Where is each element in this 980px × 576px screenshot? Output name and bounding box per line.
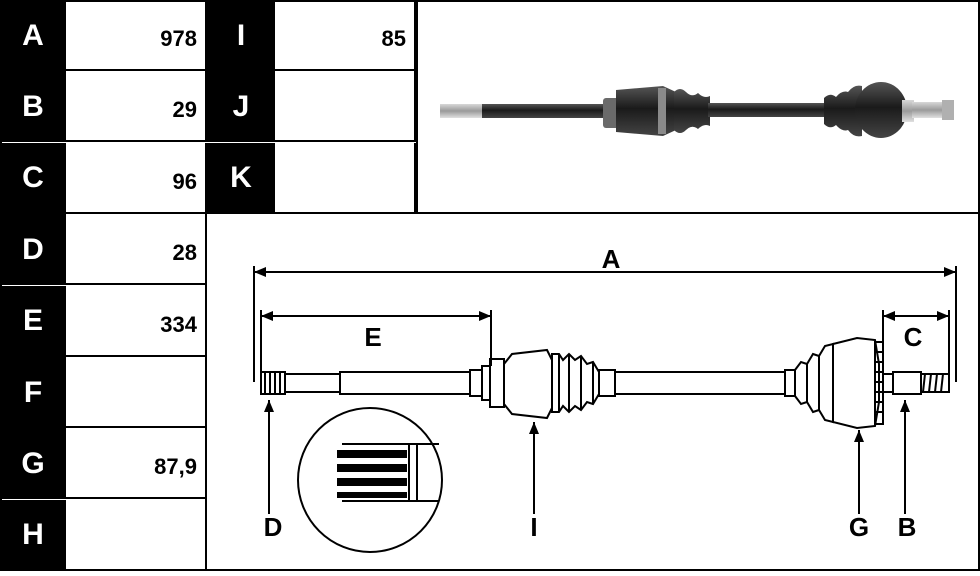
dimension-row-j: J: [207, 71, 416, 143]
inner-joint-collar: [489, 358, 505, 408]
label-i: I: [530, 512, 537, 542]
inner-stub: [284, 373, 341, 393]
inner-boot: [674, 89, 710, 133]
dimension-key: E: [0, 285, 66, 357]
dimension-key: C: [0, 142, 66, 214]
inner-ring: [603, 98, 619, 128]
label-e: E: [364, 322, 381, 352]
dimension-row-f: F: [0, 357, 207, 428]
left-shaft: [482, 104, 607, 118]
inner-joint-housing: [616, 86, 676, 136]
dimension-key: D: [0, 214, 66, 286]
inner-joint-band: [658, 88, 666, 134]
technical-diagram: A E C D I G B: [207, 214, 980, 571]
dimension-key: K: [207, 142, 275, 214]
diagram-top-border: [207, 212, 980, 214]
dimension-key: I: [207, 0, 275, 71]
product-photo: [416, 0, 980, 214]
outer-spline: [892, 371, 922, 395]
label-g: G: [849, 512, 869, 542]
label-c: C: [904, 322, 923, 352]
dimension-value: 29: [66, 71, 207, 143]
dimension-key: H: [0, 499, 66, 571]
dimension-key: F: [0, 357, 66, 428]
dimension-key: A: [0, 0, 66, 71]
dimension-value: [66, 357, 207, 428]
inner-joint-body: [503, 348, 553, 420]
detail-magnifier: [297, 407, 443, 553]
dimension-value: [275, 71, 416, 143]
outer-boot-outline: [794, 342, 834, 424]
spline-teeth-detail: [337, 450, 407, 498]
label-a: A: [602, 244, 621, 274]
dimension-value: 85: [275, 0, 416, 71]
inner-shaft: [339, 371, 471, 395]
outer-joint-housing: [855, 82, 907, 138]
dimension-value: 28: [66, 214, 207, 286]
dimension-key: B: [0, 71, 66, 143]
dimension-value: [275, 142, 416, 214]
drive-shaft-photo: [440, 82, 954, 138]
diagram-canvas: A E C D I G B: [253, 244, 957, 553]
outer-nut: [942, 100, 954, 120]
outer-stub: [912, 102, 944, 118]
outer-boot: [824, 85, 862, 137]
table-diagram-divider: [205, 214, 207, 571]
label-b: B: [898, 512, 917, 542]
dimension-value: 978: [66, 0, 207, 71]
dimension-value: 87,9: [66, 428, 207, 500]
left-spline-tip: [440, 104, 484, 118]
dimension-row-h: H: [0, 499, 207, 571]
outer-joint-neck: [902, 100, 914, 122]
middle-shaft-outline: [614, 371, 786, 395]
outer-joint-body: [832, 336, 880, 430]
middle-shaft: [708, 103, 826, 117]
dimension-value: [66, 499, 207, 571]
dimension-key: G: [0, 428, 66, 500]
dimension-key: J: [207, 71, 275, 143]
dimension-value: 334: [66, 285, 207, 357]
dimension-value: 96: [66, 142, 207, 214]
label-d: D: [264, 512, 283, 542]
dimension-row-k: K: [207, 142, 416, 214]
